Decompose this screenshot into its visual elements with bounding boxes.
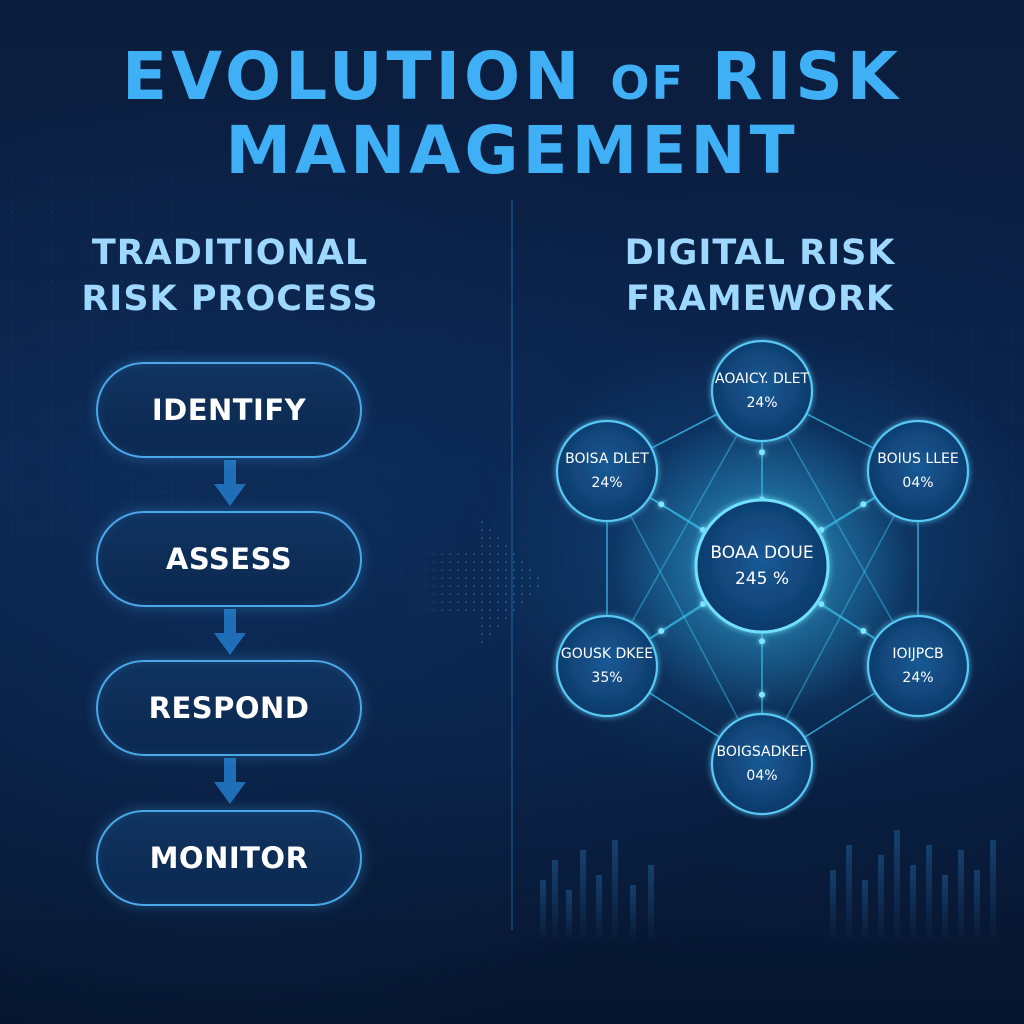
node-value: 24% — [746, 395, 778, 411]
node-name: BOAA DOUE — [710, 543, 814, 563]
junction-dot — [658, 628, 665, 634]
node-value: 245 % — [734, 569, 789, 589]
title-word-of: OF — [610, 56, 685, 110]
junction-dot — [860, 501, 867, 508]
node-label-upper-right: BOIUS LLEE 04% — [877, 448, 958, 494]
arrow-down-icon — [214, 460, 246, 506]
node-value: 24% — [902, 670, 934, 686]
network-node-lower-right — [866, 614, 970, 718]
transition-arrow — [385, 512, 548, 652]
title-word-risk: RISK — [711, 38, 902, 115]
node-name: BOISA DLET — [565, 451, 649, 467]
bar-silhouettes — [540, 830, 996, 940]
node-label-lower-left: GOUSK DKEE 35% — [561, 643, 653, 689]
arrow-down-icon — [214, 609, 246, 655]
junction-dot — [818, 601, 825, 607]
junction-dot — [759, 449, 765, 456]
node-value: 04% — [902, 475, 934, 491]
traditional-heading-line-1: TRADITIONAL — [91, 233, 369, 273]
node-name: BOIGSADKEF — [716, 744, 808, 760]
junction-dot — [860, 628, 867, 634]
node-name: BOIUS LLEE — [877, 451, 959, 467]
connection-line — [606, 470, 763, 765]
node-value: 35% — [591, 670, 623, 686]
flow-arrows — [214, 460, 246, 804]
traditional-heading: TRADITIONAL RISK PROCESS — [40, 230, 420, 322]
step-respond: RESPOND — [96, 660, 362, 756]
network-node-top — [710, 339, 814, 443]
arrow-down-icon — [214, 758, 246, 804]
dot-texture-left — [0, 180, 200, 540]
page-title-line-2: MANAGEMENT — [225, 112, 799, 189]
network-node-upper-right — [866, 419, 970, 523]
step-monitor: MONITOR — [96, 810, 362, 906]
digital-heading-line-2: FRAMEWORK — [625, 279, 895, 319]
node-name: IOIJPCB — [892, 646, 944, 662]
digital-heading: DIGITAL RISK FRAMEWORK — [570, 230, 950, 322]
node-label-upper-left: BOISA DLET 24% — [565, 448, 649, 494]
node-value: 24% — [591, 475, 623, 491]
network-node-lower-left — [555, 614, 659, 718]
network-node-center — [694, 498, 830, 634]
page-title-line-1: EVOLUTION OF RISK — [0, 38, 1024, 115]
node-label-center: BOAA DOUE 245 % — [710, 542, 813, 590]
node-name: GOUSK DKEE — [560, 646, 654, 662]
node-name: AOAICY. DLET — [715, 371, 809, 387]
junction-dot — [700, 601, 707, 607]
traditional-heading-line-2: RISK PROCESS — [81, 279, 379, 319]
connection-line — [606, 390, 763, 667]
digital-heading-line-1: DIGITAL RISK — [624, 233, 896, 273]
node-label-lower-right: IOIJPCB 24% — [892, 643, 943, 689]
network-node-upper-left — [555, 419, 659, 523]
junction-dot — [759, 691, 765, 698]
node-label-top: AOAICY. DLET 24% — [715, 368, 809, 414]
step-assess: ASSESS — [96, 511, 362, 607]
node-label-bottom: BOIGSADKEF 04% — [717, 741, 808, 787]
junction-dot — [759, 638, 765, 645]
network-node-bottom — [710, 712, 814, 816]
connection-line — [761, 390, 919, 667]
step-identify: IDENTIFY — [96, 362, 362, 458]
junction-dot — [658, 501, 665, 508]
node-value: 04% — [746, 768, 778, 784]
connection-line — [761, 470, 919, 765]
title-word-evolution: EVOLUTION — [122, 38, 584, 115]
